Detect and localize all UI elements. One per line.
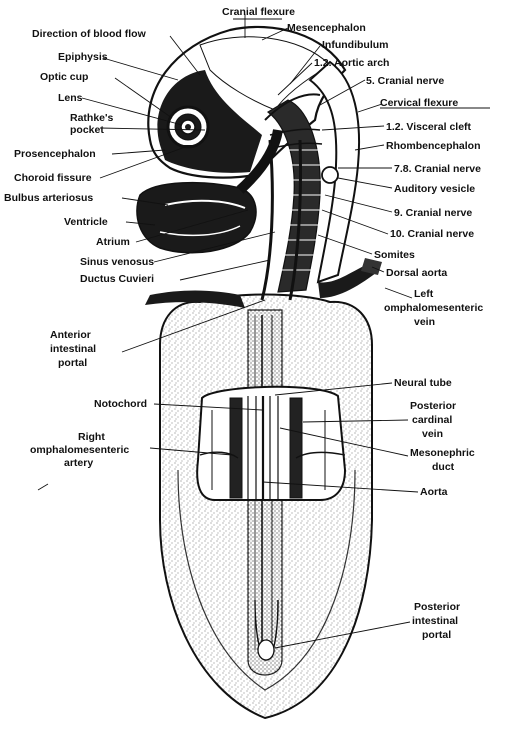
label-bulbus-arteriosus: Bulbus arteriosus — [4, 192, 93, 204]
label-rathkes-pocket-2: pocket — [70, 124, 104, 136]
label-cranial-nerve-78: 7.8. Cranial nerve — [394, 163, 481, 175]
label-notochord: Notochord — [94, 398, 147, 410]
label-auditory-vesicle: Auditory vesicle — [394, 183, 475, 195]
posterior-portal-hole — [258, 640, 274, 660]
label-sinus-venosus: Sinus venosus — [80, 256, 154, 268]
label-cranial-nerve-10: 10. Cranial nerve — [390, 228, 474, 240]
label-lens: Lens — [58, 92, 83, 104]
ventricle-shape — [137, 183, 256, 253]
label-posterior-cardinal-1: Posterior — [410, 400, 456, 412]
label-optic-cup: Optic cup — [40, 71, 88, 83]
label-posterior-portal-3: portal — [422, 629, 451, 641]
label-posterior-cardinal-3: vein — [422, 428, 443, 440]
label-cranial-nerve-5: 5. Cranial nerve — [366, 75, 444, 87]
embryo-body — [160, 295, 372, 719]
label-left-omphalo-3: vein — [414, 316, 435, 328]
label-cranial-flexure: Cranial flexure — [222, 6, 295, 18]
label-left-omphalo-1: Left — [414, 288, 434, 300]
label-cranial-nerve-9: 9. Cranial nerve — [394, 207, 472, 219]
label-ventricle: Ventricle — [64, 216, 108, 228]
label-mesonephric-2: duct — [432, 461, 455, 473]
label-posterior-portal-1: Posterior — [414, 601, 460, 613]
label-prosencephalon: Prosencephalon — [14, 148, 96, 160]
label-direction-of-blood-flow: Direction of blood flow — [32, 28, 147, 40]
label-cervical-flexure: Cervical flexure — [380, 97, 458, 109]
label-anterior-portal-2: intestinal — [50, 343, 96, 355]
auditory-vesicle — [322, 167, 338, 183]
label-epiphysis: Epiphysis — [58, 51, 108, 63]
label-neural-tube: Neural tube — [394, 377, 452, 389]
label-rathkes-pocket-1: Rathke's — [70, 112, 114, 124]
label-posterior-cardinal-2: cardinal — [412, 414, 452, 426]
label-rhombencephalon: Rhombencephalon — [386, 140, 481, 152]
label-somites: Somites — [374, 249, 415, 261]
label-right-omphalo-3: artery — [64, 457, 93, 469]
label-mesonephric-1: Mesonephric — [410, 447, 475, 459]
label-visceral-cleft: 1.2. Visceral cleft — [386, 121, 472, 133]
label-aorta: Aorta — [420, 486, 448, 498]
lens-center — [185, 124, 191, 130]
label-atrium: Atrium — [96, 236, 130, 248]
label-mesencephalon: Mesencephalon — [287, 22, 366, 34]
label-right-omphalo-1: Right — [78, 431, 105, 443]
label-right-omphalo-2: omphalomesenteric — [30, 444, 129, 456]
label-choroid-fissure: Choroid fissure — [14, 172, 92, 184]
label-left-omphalo-2: omphalomesenteric — [384, 302, 483, 314]
label-posterior-portal-2: intestinal — [412, 615, 458, 627]
label-dorsal-aorta: Dorsal aorta — [386, 267, 447, 279]
label-anterior-portal-3: portal — [58, 357, 87, 369]
section-window — [197, 387, 345, 500]
label-anterior-portal-1: Anterior — [50, 329, 91, 341]
label-aortic-arch: 1.2. Aortic arch — [314, 57, 389, 69]
label-infundibulum: Infundibulum — [322, 39, 388, 51]
label-ductus-cuvieri: Ductus Cuvieri — [80, 273, 154, 285]
